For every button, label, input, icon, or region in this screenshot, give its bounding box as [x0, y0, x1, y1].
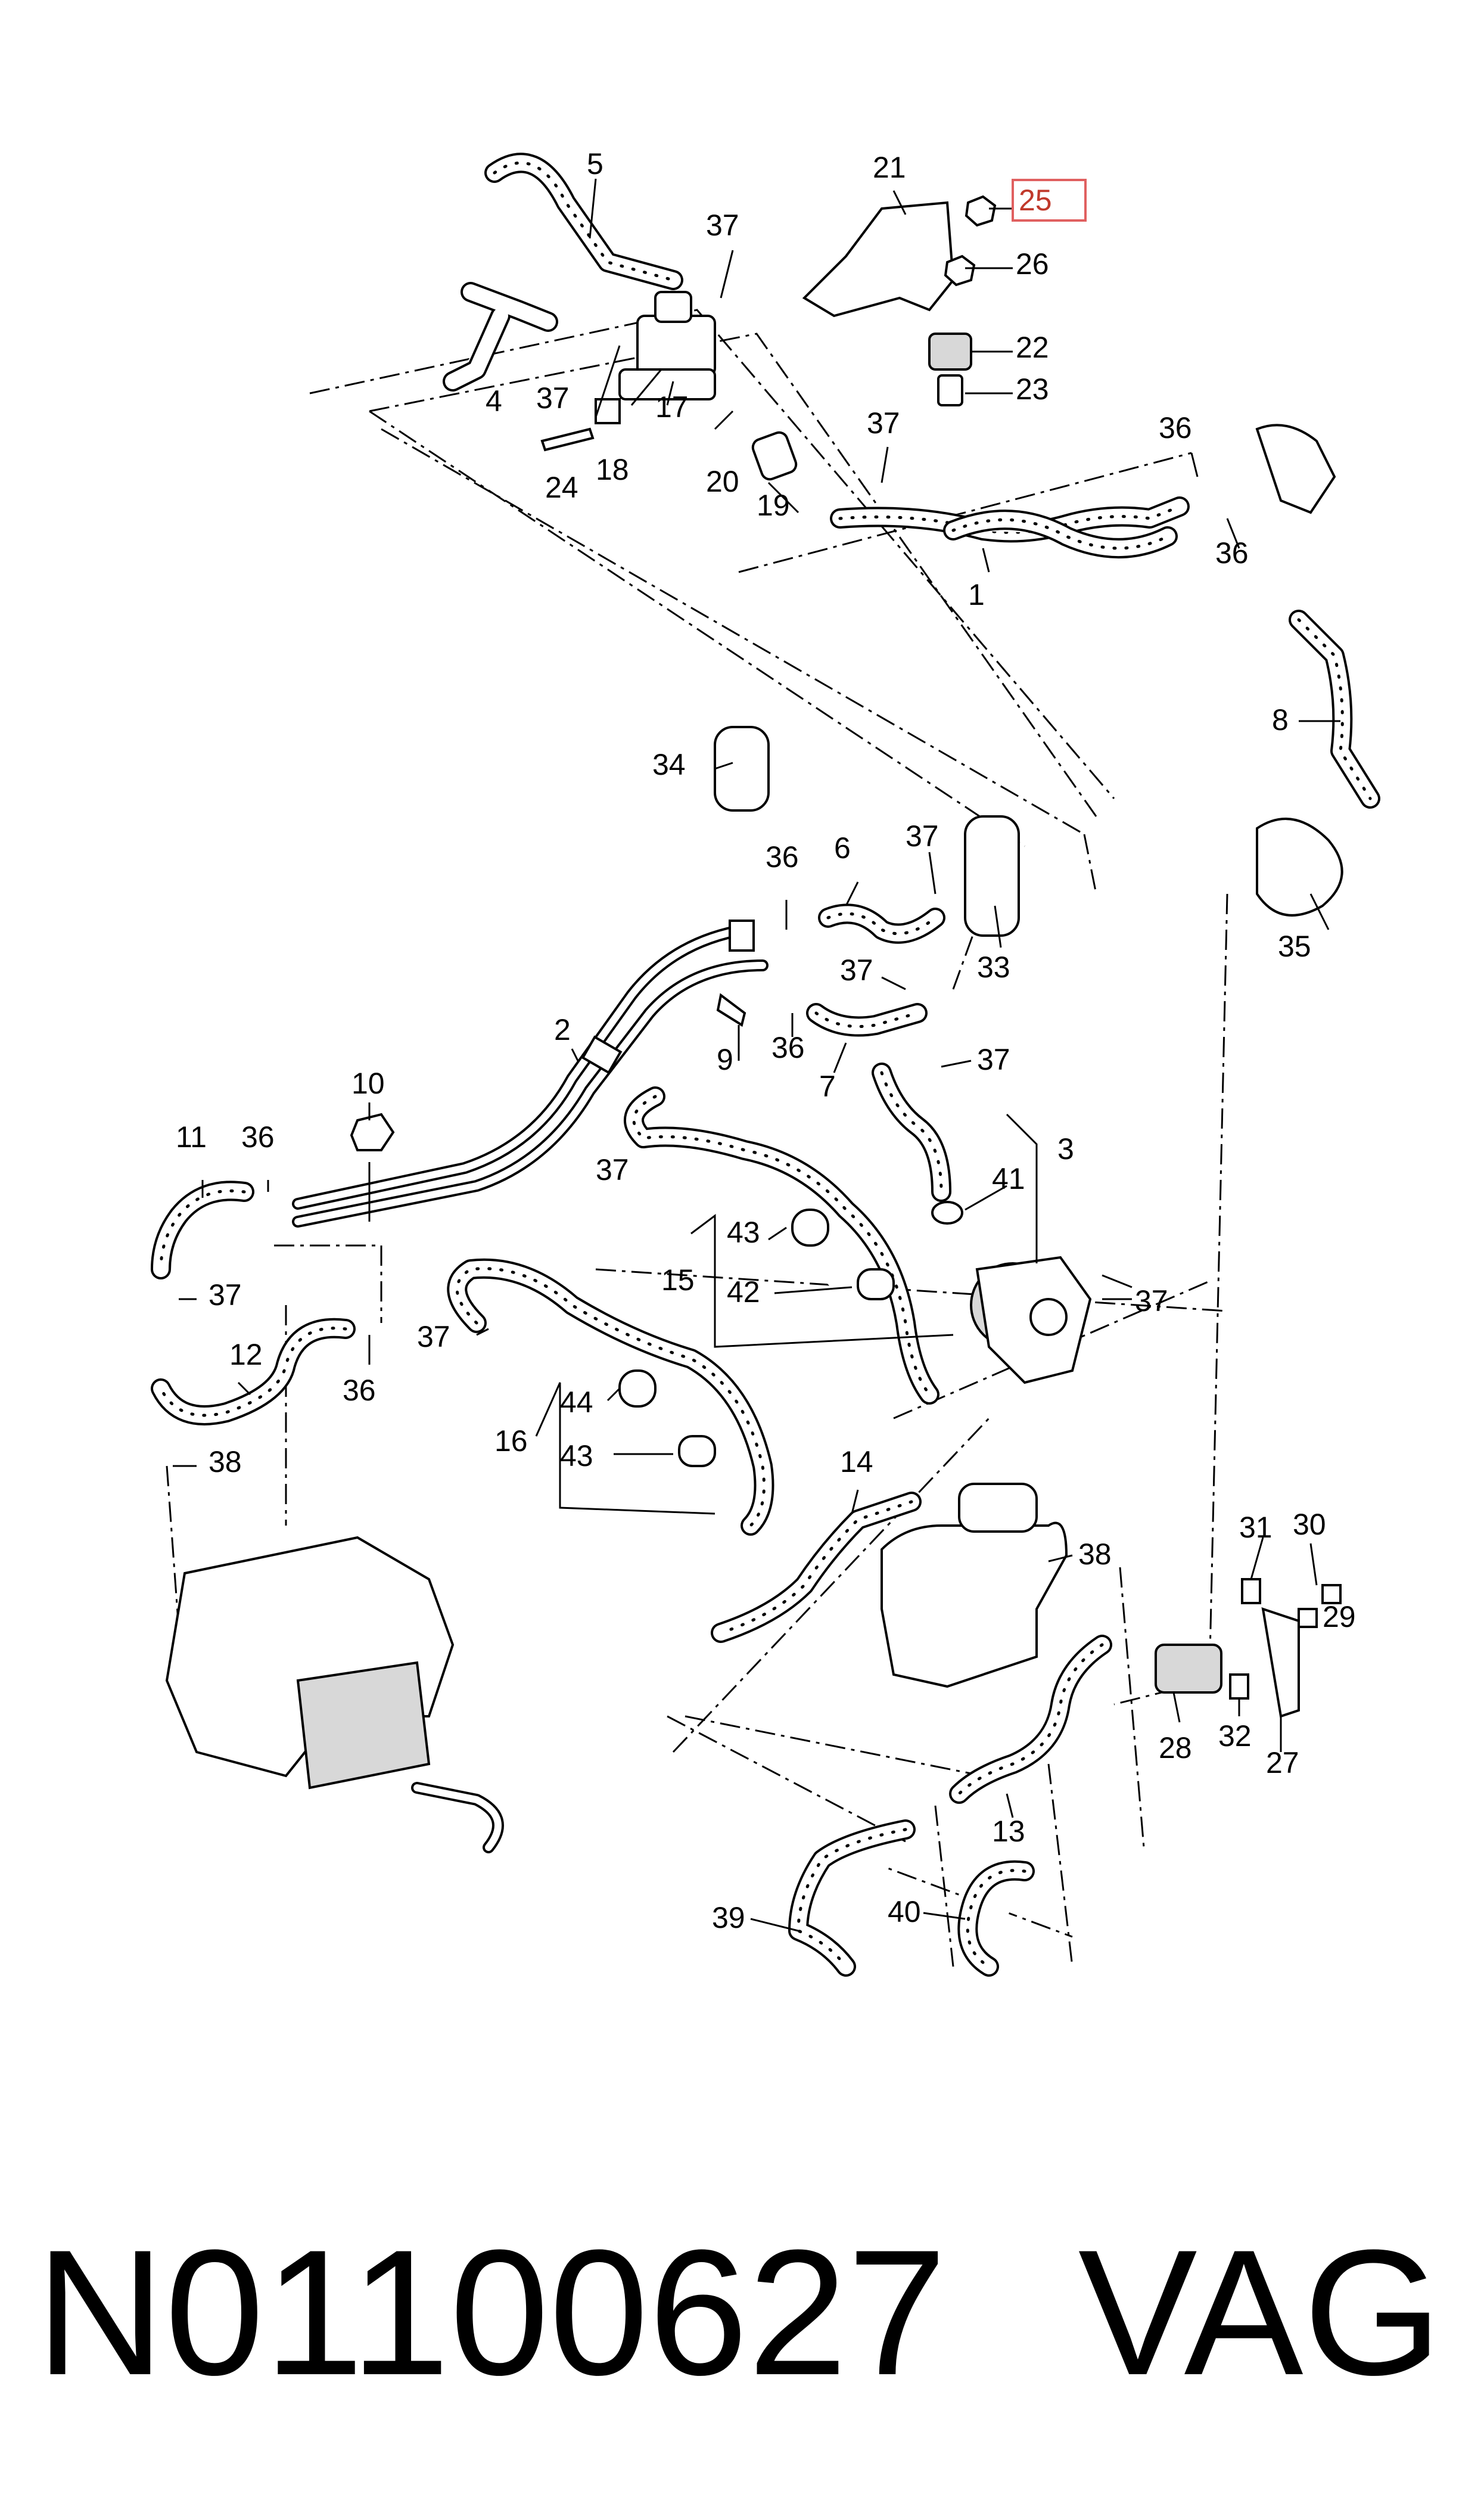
nut-25	[965, 195, 997, 227]
callout-43: 42	[727, 1275, 760, 1309]
callout-37: 37	[417, 1320, 450, 1353]
callout-27: 27	[1266, 1746, 1299, 1779]
callout-40: 39	[712, 1901, 745, 1934]
bracket-21	[802, 201, 955, 318]
callout-44: 44	[560, 1386, 593, 1419]
grommet-35	[1256, 818, 1343, 917]
callout-44: 43	[727, 1216, 760, 1249]
callout-30: 30	[1293, 1508, 1326, 1541]
callout-23: 23	[1016, 372, 1049, 406]
callout-11: 11	[176, 1120, 207, 1154]
expansion-tank-39	[881, 1521, 1068, 1688]
components	[165, 195, 1343, 1853]
brand-label: VAG	[1078, 2212, 1442, 2412]
leader-lines	[173, 178, 1340, 1932]
callout-3: 3	[1057, 1132, 1074, 1166]
callout-36: 36	[241, 1120, 275, 1154]
grommet-34	[714, 726, 770, 812]
callout-25: 25	[1019, 184, 1052, 217]
callout-5: 5	[587, 147, 603, 181]
callout-37: 37	[906, 819, 939, 853]
callout-37: 37	[596, 1153, 629, 1186]
callout-42: 41	[992, 1162, 1025, 1195]
pump-28	[1155, 1644, 1222, 1694]
callout-43: 43	[560, 1439, 593, 1473]
callout-26: 26	[1016, 247, 1049, 281]
callout-37: 38	[209, 1445, 242, 1479]
callout-16: 16	[494, 1424, 528, 1458]
callout-labels: 5 37 21 25 26 22 23 4 37 17 24 18 20 19 …	[176, 147, 1356, 1934]
pipe-2	[292, 920, 769, 1228]
callout-4: 4	[486, 384, 502, 418]
callout-31: 31	[1239, 1511, 1273, 1544]
callout-20: 20	[706, 465, 739, 498]
callout-25-highlight-box	[1012, 179, 1087, 222]
callout-37: 37	[840, 953, 873, 987]
callout-36: 36	[771, 1031, 805, 1064]
callout-9: 9	[717, 1043, 733, 1076]
callout-15: 15	[661, 1263, 695, 1297]
callout-41: 40	[888, 1895, 921, 1928]
callout-24: 24	[545, 471, 578, 504]
callout-36: 36	[1215, 536, 1249, 570]
callout-37: 37	[536, 381, 570, 415]
callout-37: 37	[209, 1278, 242, 1312]
callout-36: 36	[343, 1374, 376, 1407]
callout-29: 29	[1323, 1600, 1356, 1633]
callout-19: 19	[757, 489, 790, 522]
callout-7: 7	[819, 1070, 836, 1103]
callout-10: 10	[351, 1067, 385, 1100]
callout-33: 33	[977, 951, 1010, 984]
callout-34: 34	[652, 748, 686, 781]
callout-36: 36	[1159, 411, 1192, 445]
callout-37: 37	[867, 406, 900, 440]
callout-35: 35	[1278, 930, 1311, 963]
callout-2: 2	[554, 1013, 571, 1046]
callout-28: 28	[1159, 1731, 1192, 1765]
callout-36: 36	[766, 840, 799, 874]
callout-38: 37	[1135, 1284, 1168, 1318]
callout-12: 12	[229, 1338, 263, 1371]
valve-17	[636, 315, 716, 377]
part-number: N01100627	[36, 2212, 947, 2412]
callout-37: 37	[706, 209, 739, 242]
grommet-33	[964, 815, 1020, 937]
callout-1: 1	[968, 578, 985, 611]
callout-8: 8	[1272, 703, 1289, 737]
callout-32: 32	[1218, 1719, 1252, 1753]
callout-14: 14	[840, 1445, 873, 1479]
callout-22: 22	[1016, 331, 1049, 364]
callout-39: 38	[1078, 1538, 1112, 1571]
callout-21: 21	[873, 151, 906, 184]
callout-18: 18	[596, 453, 629, 486]
callout-37: 37	[977, 1043, 1010, 1076]
callout-17: 17	[655, 390, 689, 424]
callout-6: 6	[834, 831, 851, 865]
callout-13: 13	[992, 1815, 1025, 1848]
